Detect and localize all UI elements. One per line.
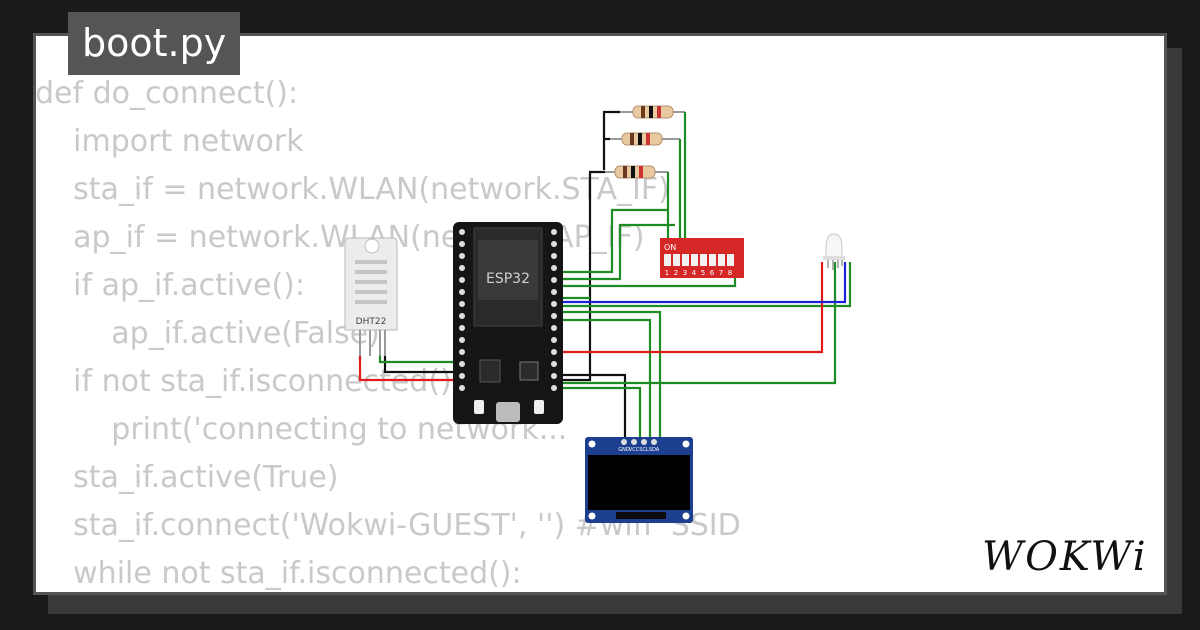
dht22-sensor: DHT22: [344, 237, 398, 356]
resistor: [610, 132, 680, 146]
oled-pin-label: SDA: [649, 447, 660, 453]
rgb-led: [823, 233, 845, 270]
green-wires: [378, 112, 852, 438]
code-line: sta_if.connect('Wokwi-GUEST', '') #wifi …: [35, 508, 741, 543]
code-preview: def do_connect(): import network sta_if …: [35, 70, 741, 598]
oled-pin-label: VCC: [629, 447, 640, 453]
code-line: if not sta_if.isconnected():: [35, 364, 462, 399]
dip-switch-number: 8: [728, 269, 732, 277]
resistor: [605, 165, 668, 179]
code-line: while not sta_if.isconnected():: [35, 556, 522, 591]
esp32-label: ESP32: [486, 271, 530, 287]
dip-switch-number: 2: [674, 269, 678, 277]
wokwi-logo-text: WOKWi: [982, 534, 1148, 578]
dip-switch-number: 3: [683, 269, 687, 277]
dip-switch-number: 7: [719, 269, 723, 277]
code-line: def do_connect():: [35, 76, 299, 111]
code-line: sta_if.active(True): [35, 460, 339, 495]
code-line: ap_if = network.WLAN(network.AP_IF): [35, 220, 645, 255]
wokwi-logo: WOKWi: [982, 534, 1148, 578]
dip-switch-on-label: ON: [664, 243, 676, 252]
dip-switch-number: 5: [701, 269, 705, 277]
code-line: if ap_if.active():: [35, 268, 305, 303]
dip-switch-number: 1: [665, 269, 669, 277]
oled-pin-label: SCL: [639, 447, 649, 453]
blue-wire: [555, 262, 847, 304]
resistor: [620, 105, 685, 119]
esp32-board: ESP32: [453, 222, 563, 424]
dht22-label: DHT22: [356, 317, 387, 327]
dip-switch-number: 4: [692, 269, 697, 277]
file-tab[interactable]: boot.py: [68, 12, 241, 75]
code-line: import network: [35, 124, 304, 159]
oled-display: GND VCC SCL SDA: [585, 437, 693, 523]
black-wires: [383, 110, 627, 440]
dip-switch-number: 6: [710, 269, 715, 277]
code-line: ap_if.active(False): [35, 316, 380, 351]
oled-pin-label: GND: [618, 447, 630, 453]
dip-switch: ON 1 2 3 4 5 6 7 8: [660, 238, 744, 278]
red-wires: [358, 262, 824, 382]
